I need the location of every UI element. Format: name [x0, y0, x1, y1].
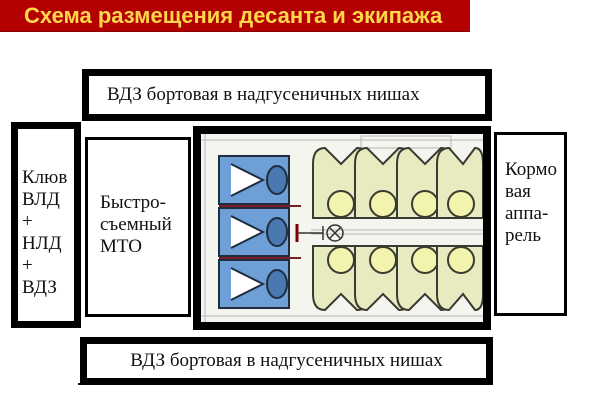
stern-line: Кормо [505, 159, 557, 180]
crew-troop-compartment [193, 126, 491, 330]
bow-line: Клюв [22, 167, 68, 188]
troop-row-bottom [312, 245, 483, 312]
top-side-armor-box: ВДЗ бортовая в надгусеничных нишах [82, 69, 492, 121]
bow-line: ВДЗ [22, 277, 57, 298]
mto-line: съемный [100, 214, 172, 235]
top-side-armor-label: ВДЗ бортовая в надгусеничных нишах [107, 84, 420, 105]
troop-seat [436, 146, 483, 219]
troop-row-top [312, 146, 483, 219]
stern-line: аппа- [505, 203, 549, 224]
crew-seat-2 [218, 207, 290, 257]
diagram-title: Схема размещения десанта и экипажа [24, 2, 443, 28]
crew-figures [218, 155, 301, 309]
troop-seat [436, 245, 483, 312]
crew-seat-3 [218, 259, 290, 309]
bottom-side-armor-box: ВДЗ бортовая в надгусеничных нишах [80, 337, 493, 385]
bow-line: + [22, 255, 33, 276]
mto-line: МТО [100, 236, 142, 257]
stern-line: вая [505, 181, 531, 202]
bottom-side-armor-label: ВДЗ бортовая в надгусеничных нишах [130, 350, 443, 371]
bow-line: + [22, 211, 33, 232]
stern-ramp-box: Кормо вая аппа- рель [494, 132, 567, 316]
stern-line: рель [505, 225, 542, 246]
engine-compartment-box: Быстро- съемный МТО [85, 137, 191, 317]
stray-mark [78, 383, 81, 385]
seating-plan-illustration [201, 134, 483, 322]
crew-seat-1 [218, 155, 290, 205]
title-banner: Схема размещения десанта и экипажа [0, 0, 470, 32]
mto-line: Быстро- [100, 192, 166, 213]
center-control [295, 224, 344, 242]
bow-armor-box: Клюв ВЛД + НЛД + ВДЗ [11, 122, 81, 328]
bow-line: НЛД [22, 233, 62, 254]
bow-line: ВЛД [22, 189, 60, 210]
